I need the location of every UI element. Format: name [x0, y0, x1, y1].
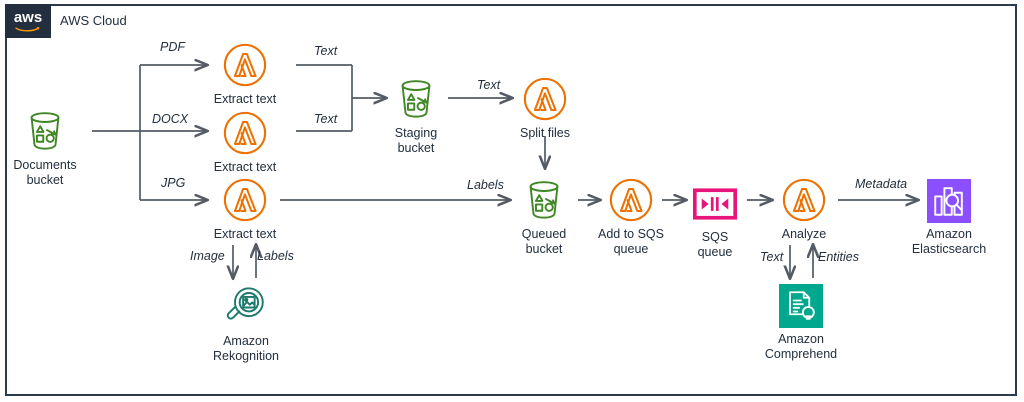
- lambda-extract-text-jpg-label: Extract text: [213, 227, 277, 241]
- edge-label-text-mid: Text: [314, 112, 338, 126]
- lambda-add-to-sqs-queue[interactable]: Add to SQS queue: [581, 177, 681, 257]
- rekognition-icon: [226, 287, 264, 320]
- edge-label-jpg: JPG: [161, 176, 186, 190]
- amazon-elasticsearch-label: Amazon Elasticsearch: [911, 227, 987, 256]
- lambda-extract-text-pdf-label: Extract text: [213, 92, 277, 106]
- lambda-icon: [195, 177, 295, 223]
- lambda-extract-text-docx[interactable]: Extract text: [195, 110, 295, 175]
- documents-bucket-label: Documents bucket: [13, 158, 77, 187]
- lambda-icon: [754, 177, 854, 223]
- aws-logo-text: aws: [13, 8, 43, 26]
- lambda-icon: [523, 77, 567, 121]
- aws-cloud-label: AWS Cloud: [60, 13, 127, 28]
- lambda-analyze[interactable]: Analyze: [754, 177, 854, 242]
- lambda-icon: [195, 42, 295, 88]
- sqs-queue[interactable]: SQS queue: [665, 182, 765, 260]
- staging-bucket-label: Staging bucket: [394, 126, 438, 155]
- edge-label-metadata: Metadata: [855, 177, 908, 191]
- lambda-icon: [223, 43, 267, 87]
- queued-bucket[interactable]: Queued bucket: [494, 177, 594, 257]
- lambda-icon: [195, 110, 295, 156]
- edge-label-text-staging: Text: [477, 78, 501, 92]
- s3-bucket-icon: [529, 181, 559, 219]
- sqs-queue-label: SQS queue: [697, 230, 733, 259]
- queued-bucket-label: Queued bucket: [521, 227, 567, 256]
- lambda-split-files[interactable]: Split files: [495, 76, 595, 141]
- edge-label-labels-rek: Labels: [257, 249, 294, 263]
- edge-label-text-top: Text: [314, 44, 338, 58]
- lambda-icon: [223, 111, 267, 155]
- s3-bucket-icon: [0, 108, 95, 154]
- lambda-analyze-label: Analyze: [781, 227, 827, 241]
- amazon-rekognition-label: Amazon Rekognition: [212, 334, 279, 363]
- aws-logo: aws: [5, 4, 51, 38]
- s3-bucket-icon: [494, 177, 594, 223]
- sqs-queue-icon: [665, 182, 765, 226]
- lambda-icon: [495, 76, 595, 122]
- documents-bucket[interactable]: Documents bucket: [0, 108, 95, 188]
- comprehend-icon: [751, 284, 851, 328]
- edge-label-image: Image: [190, 249, 225, 263]
- lambda-extract-text-docx-label: Extract text: [213, 160, 277, 174]
- lambda-icon: [223, 178, 267, 222]
- edge-label-pdf: PDF: [160, 40, 185, 54]
- lambda-extract-text-pdf[interactable]: Extract text: [195, 42, 295, 107]
- s3-bucket-icon: [30, 112, 60, 150]
- lambda-icon: [609, 178, 653, 222]
- lambda-split-files-label: Split files: [519, 126, 571, 140]
- sqs-queue-icon: [693, 188, 737, 220]
- edge-label-entities: Entities: [818, 250, 859, 264]
- lambda-icon: [782, 178, 826, 222]
- edge-label-text-comprehend: Text: [760, 250, 784, 264]
- amazon-elasticsearch[interactable]: Amazon Elasticsearch: [899, 179, 999, 257]
- edge-label-docx: DOCX: [152, 112, 189, 126]
- aws-swoosh-icon: [15, 26, 40, 31]
- comprehend-icon: [779, 284, 823, 328]
- s3-bucket-icon: [366, 76, 466, 122]
- lambda-icon: [581, 177, 681, 223]
- lambda-extract-text-jpg[interactable]: Extract text: [195, 177, 295, 242]
- amazon-rekognition[interactable]: Amazon Rekognition: [196, 284, 296, 364]
- rekognition-icon: [196, 284, 296, 330]
- elasticsearch-icon: [927, 179, 971, 223]
- s3-bucket-icon: [401, 80, 431, 118]
- edge-label-labels-main: Labels: [467, 178, 504, 192]
- amazon-comprehend-label: Amazon Comprehend: [764, 332, 838, 361]
- staging-bucket[interactable]: Staging bucket: [366, 76, 466, 156]
- elasticsearch-icon: [899, 179, 999, 223]
- amazon-comprehend[interactable]: Amazon Comprehend: [751, 284, 851, 362]
- lambda-add-to-sqs-queue-label: Add to SQS queue: [597, 227, 664, 256]
